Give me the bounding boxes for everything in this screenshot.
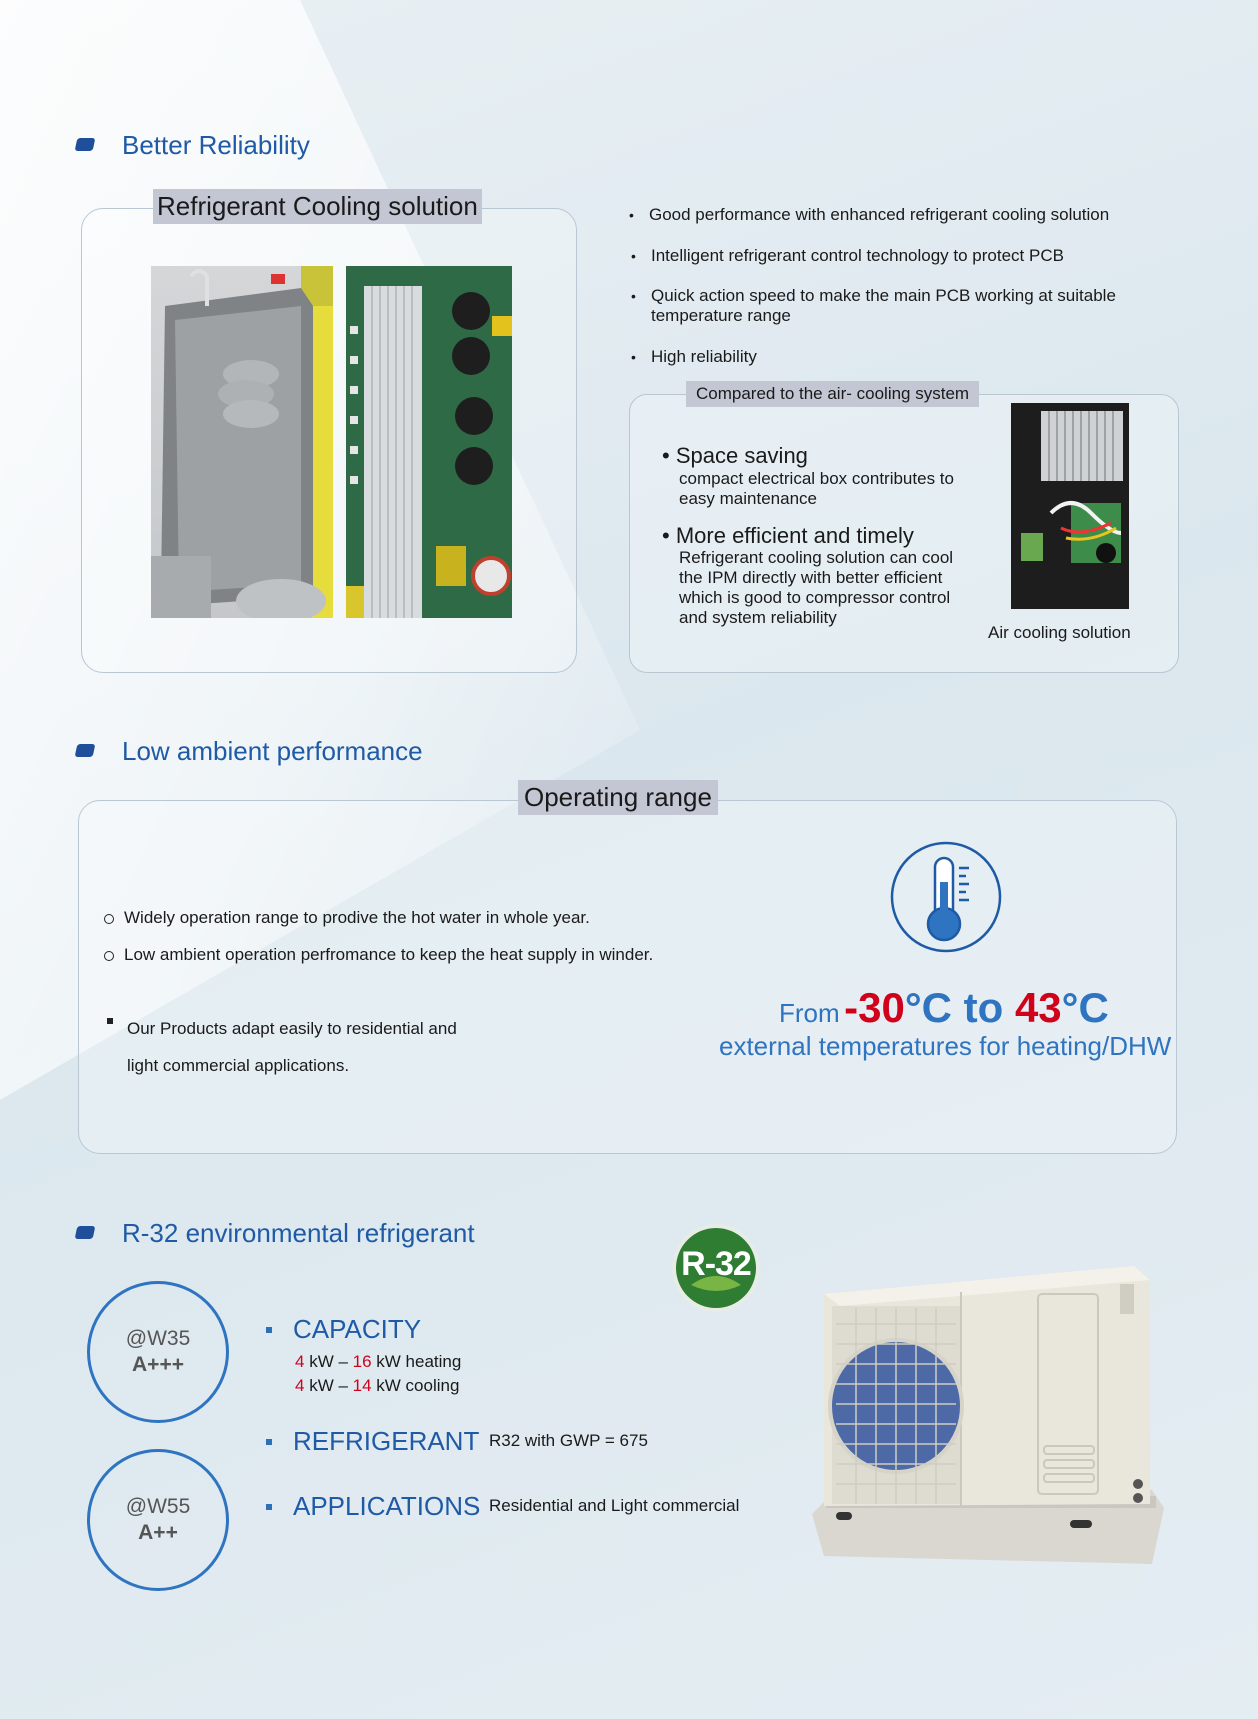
products-adapt-text: Our Products adapt easily to residential… xyxy=(127,1010,457,1084)
cool-max: 14 xyxy=(352,1376,372,1395)
capacity-label: CAPACITY xyxy=(293,1314,422,1344)
operating-range-tag: Operating range xyxy=(518,780,718,815)
applications-label: APPLICATIONS xyxy=(293,1491,481,1521)
section-bullet-icon xyxy=(74,744,96,757)
range-bullet-2: Low ambient operation perfromance to kee… xyxy=(104,945,653,965)
efficient-title: • More efficient and timely xyxy=(662,523,914,548)
refrigerant-label: REFRIGERANT xyxy=(293,1426,480,1456)
air-cooling-caption: Air cooling solution xyxy=(988,623,1131,642)
efficient-line-4: and system reliability xyxy=(679,608,837,627)
reliability-bullet-1: Good performance with enhanced refrigera… xyxy=(629,205,1109,225)
efficient-desc: Refrigerant cooling solution can cool th… xyxy=(679,548,953,628)
w35-rating: A+++ xyxy=(132,1353,184,1376)
electrical-box-image xyxy=(151,266,333,618)
space-saving-line-2: easy maintenance xyxy=(679,489,817,508)
reliability-bullet-3-cont: temperature range xyxy=(651,306,791,325)
w35-label: @W35 xyxy=(125,1327,191,1350)
section-bullet-icon xyxy=(74,138,96,151)
cool-end: kW cooling xyxy=(371,1376,460,1395)
comparison-tag: Compared to the air- cooling system xyxy=(686,381,980,407)
heat-min: 4 xyxy=(295,1352,305,1371)
efficient-line-2: the IPM directly with better efficient xyxy=(679,568,943,587)
cool-min: 4 xyxy=(295,1376,305,1395)
operating-range-box xyxy=(78,800,1177,1154)
efficiency-circle-w35: @W35 A+++ xyxy=(87,1281,229,1423)
heat-mid: kW – xyxy=(304,1352,353,1371)
air-cooling-image xyxy=(1011,403,1129,609)
range-from: From xyxy=(779,998,840,1028)
heat-end: kW heating xyxy=(371,1352,462,1371)
r32-badge-text: R-32 xyxy=(681,1245,752,1283)
cool-mid: kW – xyxy=(304,1376,353,1395)
feature-bullet-icon xyxy=(266,1439,272,1445)
space-saving-line-1: compact electrical box contributes to xyxy=(679,469,954,488)
section-bullet-icon xyxy=(74,1226,96,1239)
circle-bullet-icon xyxy=(104,913,114,924)
reliability-bullet-4: High reliability xyxy=(631,347,757,367)
circle-bullet-icon xyxy=(104,950,114,961)
thermometer-icon xyxy=(889,840,1003,954)
space-saving-title: • Space saving xyxy=(662,443,808,468)
section-title-reliability: Better Reliability xyxy=(122,130,310,160)
feature-bullet-icon xyxy=(266,1504,272,1510)
efficiency-circle-w55: @W55 A++ xyxy=(87,1449,229,1591)
heat-pump-unit-image xyxy=(812,1264,1168,1566)
range-unit: °C xyxy=(1061,984,1109,1031)
space-saving-title-text: Space saving xyxy=(675,443,808,468)
refrigerant-value: R32 with GWP = 675 xyxy=(489,1431,648,1450)
efficient-line-3: which is good to compressor control xyxy=(679,588,951,607)
products-adapt-line-1: Our Products adapt easily to residential… xyxy=(127,1019,457,1038)
products-adapt-line-2: light commercial applications. xyxy=(127,1056,350,1075)
r32-badge-icon: R-32 xyxy=(671,1223,761,1313)
range-subtitle: external temperatures for heating/DHW xyxy=(719,1031,1172,1061)
w55-rating: A++ xyxy=(138,1521,178,1544)
range-high: 43 xyxy=(1014,984,1062,1031)
pcb-image xyxy=(346,266,512,618)
w55-label: @W55 xyxy=(125,1495,191,1518)
feature-bullet-icon xyxy=(266,1327,272,1333)
capacity-values: 4 kW – 16 kW heating 4 kW – 14 kW coolin… xyxy=(295,1350,461,1398)
section-title-r32: R-32 environmental refrigerant xyxy=(122,1218,475,1248)
range-bullet-2-text: Low ambient operation perfromance to kee… xyxy=(124,945,654,964)
range-low: -30 xyxy=(844,984,905,1031)
temperature-range: From -30°C to 43°C xyxy=(779,984,1109,1032)
heat-max: 16 xyxy=(352,1352,372,1371)
section-title-low-ambient: Low ambient performance xyxy=(122,736,423,766)
efficient-line-1: Refrigerant cooling solution can cool xyxy=(679,548,954,567)
range-unit-to: °C to xyxy=(904,984,1015,1031)
capacity-heating: 4 kW – 16 kW heating xyxy=(295,1350,461,1374)
range-bullet-1: Widely operation range to prodive the ho… xyxy=(104,908,590,928)
space-saving-desc: compact electrical box contributes to ea… xyxy=(679,469,954,509)
capacity-cooling: 4 kW – 14 kW cooling xyxy=(295,1374,461,1398)
reliability-bullet-3: Quick action speed to make the main PCB … xyxy=(631,286,1116,306)
refrigerant-cooling-tag: Refrigerant Cooling solution xyxy=(153,189,482,224)
applications-value: Residential and Light commercial xyxy=(489,1496,740,1515)
square-bullet-icon xyxy=(107,1018,113,1024)
range-bullet-1-text: Widely operation range to prodive the ho… xyxy=(124,908,590,927)
efficient-title-text: More efficient and timely xyxy=(675,523,914,548)
reliability-bullet-2: Intelligent refrigerant control technolo… xyxy=(631,246,1064,266)
